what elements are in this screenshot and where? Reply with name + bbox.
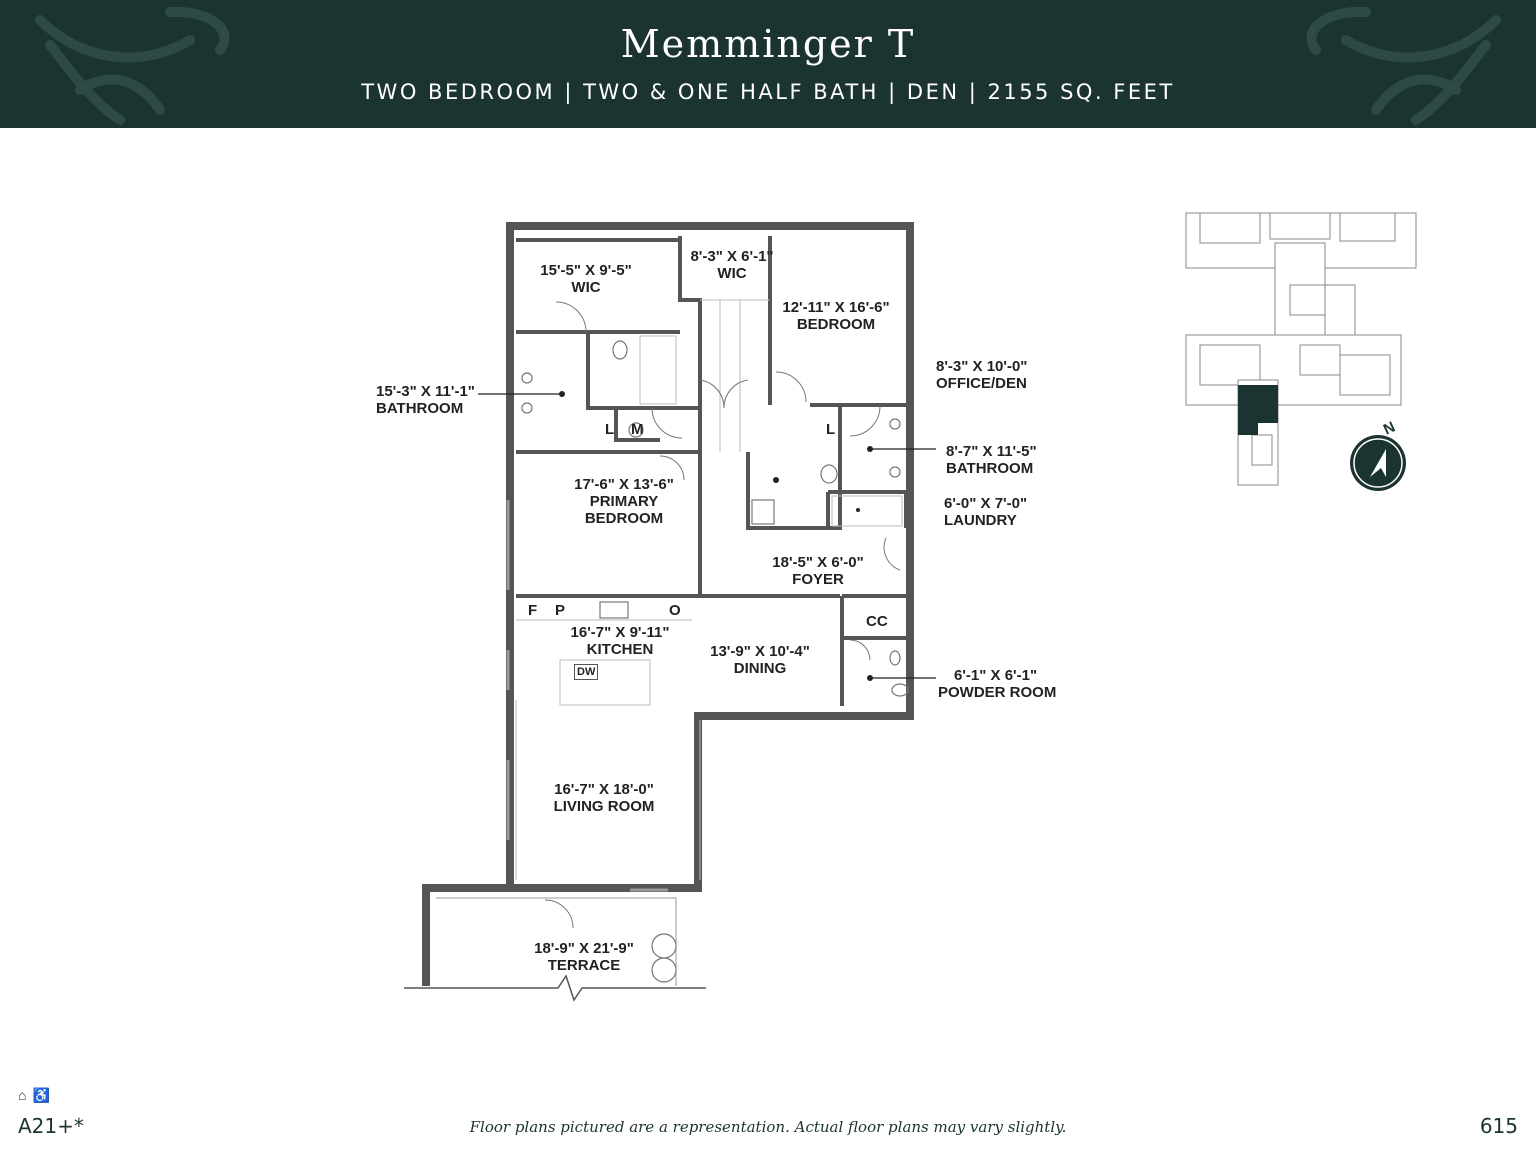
north-arrow-icon: [1350, 435, 1406, 491]
accessibility-badges: ⌂ ♿: [18, 1087, 50, 1103]
room-label-dining: 13'-9" X 10'-4" DINING: [700, 643, 820, 677]
room-dims: 18'-9" X 21'-9": [534, 940, 634, 957]
plan-title: Memminger T: [620, 22, 916, 66]
key-pantry: P: [555, 602, 566, 619]
room-name: BATHROOM: [376, 400, 464, 417]
room-name: WIC: [717, 265, 747, 282]
room-label-wic-primary: 15'-5" X 9'-5" WIC: [536, 262, 636, 296]
key-oven: O: [669, 602, 681, 619]
room-dims: 15'-5" X 9'-5": [540, 262, 632, 279]
room-name: FOYER: [792, 571, 844, 588]
room-name: BATHROOM: [946, 460, 1034, 477]
room-name: LAUNDRY: [944, 512, 1017, 529]
key-dishwasher: DW: [574, 664, 599, 680]
room-dims: 16'-7" X 9'-11": [570, 624, 670, 641]
room-name: OFFICE/DEN: [936, 375, 1027, 392]
room-dims: 15'-3" X 11'-1": [376, 383, 475, 400]
room-label-bathroom-second: 8'-7" X 11'-5" BATHROOM: [946, 443, 1056, 477]
room-dims: 18'-5" X 6'-0": [772, 554, 864, 571]
room-label-living: 16'-7" X 18'-0" LIVING ROOM: [544, 781, 664, 815]
room-name: PRIMARY: [589, 493, 659, 510]
outer-wall: [506, 222, 914, 892]
terrace-edge: [404, 974, 706, 1002]
room-label-wic-second: 8'-3" X 6'-1" WIC: [682, 248, 782, 282]
room-label-powder: 6'-1" X 6'-1" POWDER ROOM: [938, 667, 1078, 701]
room-dims: 8'-3" X 6'-1": [690, 248, 774, 265]
equal-housing-icon: ⌂: [18, 1087, 27, 1103]
room-dims: 8'-7" X 11'-5": [946, 443, 1037, 460]
key-linen-1: L: [605, 421, 615, 438]
unit-code: A21+*: [18, 1114, 84, 1138]
key-linen-2: L: [826, 421, 836, 438]
room-name: DINING: [733, 660, 787, 677]
terrace-wall: [422, 884, 510, 986]
room-name: KITCHEN: [586, 641, 654, 658]
room-dims: 17'-6" X 13'-6": [574, 476, 674, 493]
header-banner: Memminger T TWO BEDROOM | TWO & ONE HALF…: [0, 0, 1536, 128]
room-name: TERRACE: [547, 957, 621, 974]
room-name: WIC: [571, 279, 601, 296]
room-label-laundry: 6'-0" X 7'-0" LAUNDRY: [944, 495, 1044, 529]
right-ornament-icon: [1306, 6, 1501, 125]
room-dims: 6'-1" X 6'-1": [954, 667, 1038, 684]
room-label-primary-bedroom: 17'-6" X 13'-6" PRIMARY BEDROOM: [566, 476, 682, 527]
disclaimer-note: Floor plans pictured are a representatio…: [469, 1118, 1067, 1136]
room-dims: 8'-3" X 10'-0": [936, 358, 1028, 375]
room-label-office: 8'-3" X 10'-0" OFFICE/DEN: [936, 358, 1046, 392]
page-number: 615: [1479, 1114, 1518, 1138]
accessibility-icon: ♿: [32, 1087, 50, 1103]
room-dims: 12'-11" X 16'-6": [782, 299, 890, 316]
room-name: LIVING ROOM: [553, 798, 655, 815]
left-ornament-icon: [35, 6, 230, 125]
room-dims: 16'-7" X 18'-0": [554, 781, 654, 798]
room-name: BEDROOM: [584, 510, 664, 527]
key-mechanical: M: [631, 421, 644, 438]
room-name: BEDROOM: [796, 316, 876, 333]
room-dims: 13'-9" X 10'-4": [710, 643, 810, 660]
key-coat-closet: CC: [866, 613, 888, 630]
room-label-terrace: 18'-9" X 21'-9" TERRACE: [524, 940, 644, 974]
room-name: POWDER ROOM: [938, 684, 1057, 701]
room-label-foyer: 18'-5" X 6'-0" FOYER: [762, 554, 874, 588]
building-key-plan: [1185, 212, 1417, 491]
unit-highlight: [1238, 385, 1278, 435]
key-fridge: F: [528, 602, 538, 619]
room-label-bathroom-primary: 15'-3" X 11'-1" BATHROOM: [376, 383, 488, 417]
room-label-kitchen: 16'-7" X 9'-11" KITCHEN: [560, 624, 680, 658]
room-dims: 6'-0" X 7'-0": [944, 495, 1028, 512]
plan-subtitle: TWO BEDROOM | TWO & ONE HALF BATH | DEN …: [361, 80, 1175, 104]
room-label-bedroom: 12'-11" X 16'-6" BEDROOM: [778, 299, 894, 333]
